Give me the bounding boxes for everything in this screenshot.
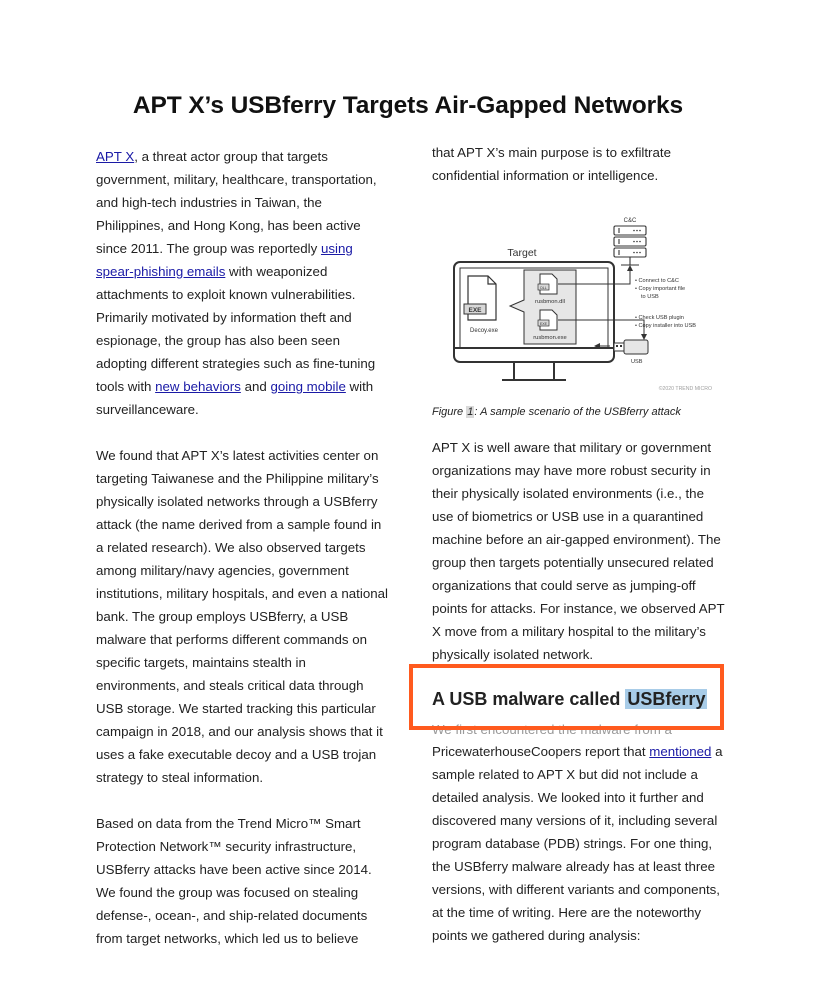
note1-line1: • Connect to C&C — [635, 278, 679, 284]
article-title: APT X’s USBferry Targets Air-Gapped Netw… — [132, 92, 684, 119]
server-dots — [633, 229, 641, 254]
note2-line2: • Copy installer into USB — [635, 323, 696, 329]
target-label: Target — [507, 247, 536, 259]
text: , a threat actor group that targets gove… — [96, 149, 377, 256]
exe2-badge: EXE — [540, 322, 548, 326]
link-going-mobile[interactable]: going mobile — [270, 379, 346, 394]
link-apt-x[interactable]: APT X — [96, 149, 135, 164]
heading-highlighted[interactable]: USBferry — [625, 689, 708, 709]
faded-line: We first encountered the malware from a — [432, 722, 672, 734]
exe-file-icon: EXE — [537, 309, 558, 331]
note1-line3: to USB — [641, 294, 659, 300]
dll-file-icon: DLL — [537, 273, 558, 295]
dll-badge: DLL — [540, 286, 547, 290]
paragraph-intro: APT X, a threat actor group that targets… — [96, 145, 392, 421]
arrow-down-icon — [641, 334, 647, 340]
note1-line2: • Copy important file — [635, 286, 685, 292]
dll-name: rusbmon.dll — [535, 299, 565, 305]
bubble-shape — [508, 269, 577, 345]
section-heading: A USB malware called USBferry — [432, 686, 708, 712]
heading-text: A USB malware called — [432, 689, 626, 709]
copyright: ©2020 TREND MICRO — [659, 385, 712, 392]
paragraph-awareness: APT X is well aware that military or gov… — [432, 440, 725, 662]
usbferry-scenario-figure: C&C Target EXE Decoy.exe DLL rusbmon.dll — [453, 218, 712, 392]
link-new-behaviors[interactable]: new behaviors — [155, 379, 241, 394]
paragraph-spn-data: Based on data from the Trend Micro™ Smar… — [96, 816, 372, 946]
decoy-label: Decoy.exe — [470, 328, 499, 334]
text: a sample related to APT X but did not in… — [432, 744, 723, 943]
cc-label: C&C — [624, 218, 637, 224]
server-icon — [613, 225, 647, 266]
right-column-middle: APT X is well aware that military or gov… — [432, 436, 728, 666]
usb-drive-icon — [613, 339, 649, 355]
paragraph-purpose: that APT X’s main purpose is to exfiltra… — [432, 145, 671, 183]
arrow-left-icon — [594, 343, 600, 349]
usb-label: USB — [631, 359, 643, 365]
text: PricewaterhouseCoopers report that — [432, 744, 650, 759]
exe-name: rusbmon.exe — [533, 335, 567, 341]
decoy-file-icon: EXE — [463, 275, 497, 321]
note2-line1: • Check USB plugin — [635, 315, 684, 321]
caption-text: Figure — [432, 406, 467, 418]
arrow-up-icon — [627, 265, 633, 271]
figure-caption: Figure 1: A sample scenario of the USBfe… — [432, 406, 722, 418]
caption-text-rest: : A sample scenario of the USBferry atta… — [474, 406, 681, 418]
left-column: APT X, a threat actor group that targets… — [96, 145, 392, 950]
right-column-top: that APT X’s main purpose is to exfiltra… — [432, 141, 728, 187]
text: with surveillanceware. — [96, 379, 374, 417]
paragraph-findings: We found that APT X’s latest activities … — [96, 448, 388, 785]
exe-badge: EXE — [468, 307, 482, 314]
right-column-bottom: PricewaterhouseCoopers report that menti… — [432, 740, 728, 947]
caption-number: 1 — [466, 406, 475, 418]
link-spear-phishing[interactable]: using spear-phishing emails — [96, 241, 353, 279]
arrows — [558, 269, 645, 347]
text: and — [240, 379, 271, 394]
paragraph-pwc: PricewaterhouseCoopers report that menti… — [432, 740, 728, 947]
text: with weaponized attachments to exploit k… — [96, 264, 376, 394]
link-mentioned[interactable]: mentioned — [649, 744, 712, 759]
